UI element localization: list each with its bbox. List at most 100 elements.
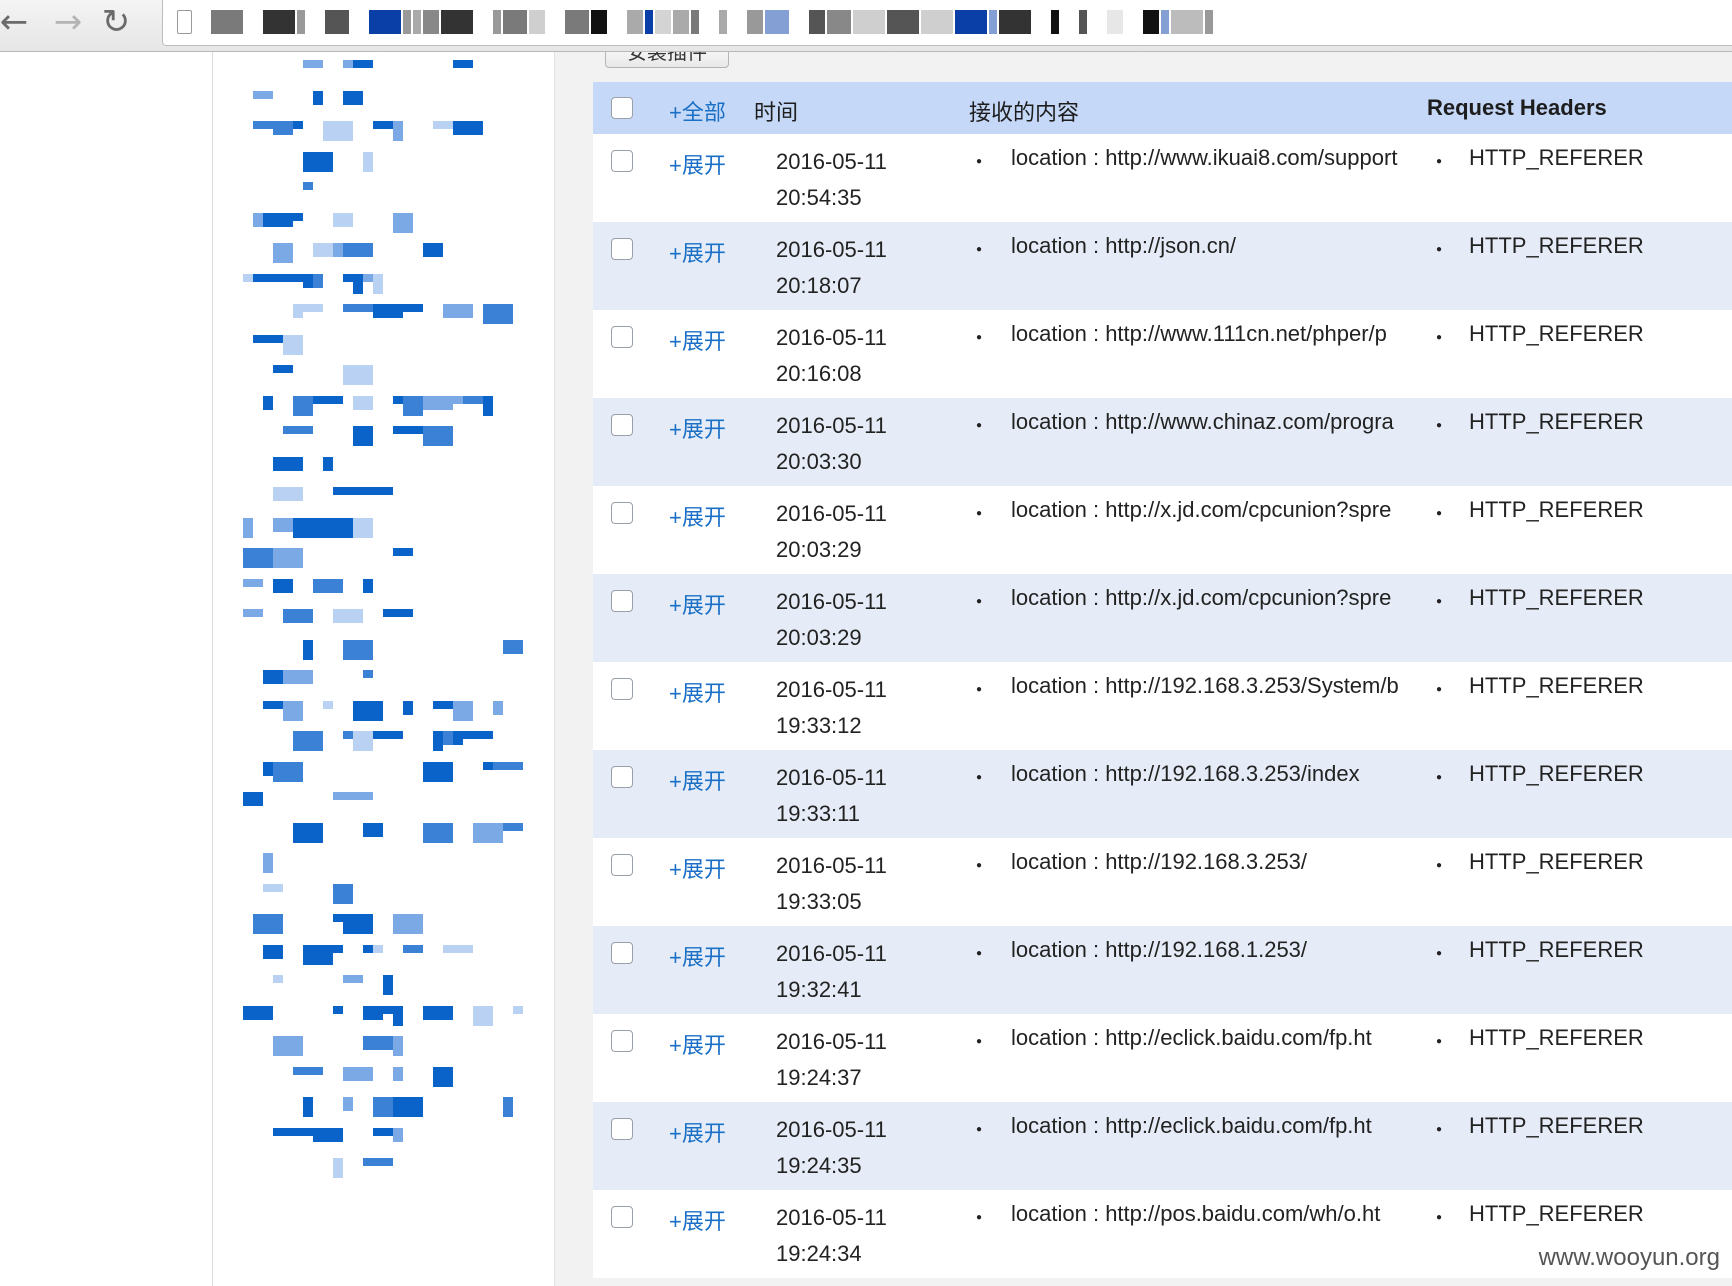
pixelated-block [343,90,363,105]
pixelated-block [373,487,393,495]
expand-row-link[interactable]: +展开 [669,769,726,794]
content-bullet: ● [976,508,983,519]
row-request-header: HTTP_REFERER [1469,585,1644,610]
expand-row-link[interactable]: +展开 [669,153,726,178]
row-date: 2016-05-11 [776,1117,887,1142]
pixelated-block [493,761,523,770]
expand-row-link[interactable]: +展开 [669,593,726,618]
expand-row-link[interactable]: +展开 [669,1121,726,1146]
location-label: location : [1011,1025,1100,1050]
location-label: location : [1011,233,1100,258]
pixelated-block [403,700,413,715]
reload-icon[interactable]: ↻ [101,2,131,42]
location-label: location : [1011,937,1100,962]
expand-row-link[interactable]: +展开 [669,505,726,530]
location-label: location : [1011,849,1100,874]
pixelated-block [303,639,313,660]
header-bullet: ● [1436,420,1443,431]
content-bullet: ● [976,684,983,695]
row-time: 19:33:05 [776,889,862,914]
row-time: 20:16:08 [776,361,862,386]
pixelated-block [303,304,323,312]
row-checkbox[interactable] [611,502,633,524]
expand-row-link[interactable]: +展开 [669,417,726,442]
expand-row-link[interactable]: +展开 [669,1033,726,1058]
pixelated-block [363,792,373,800]
header-bullet: ● [1436,684,1443,695]
row-checkbox[interactable] [611,238,633,260]
pixelated-block [423,395,453,410]
forward-arrow-icon[interactable]: → [53,2,83,42]
expand-row-link[interactable]: +展开 [669,241,726,266]
row-checkbox[interactable] [611,414,633,436]
row-checkbox[interactable] [611,942,633,964]
pixelated-block [303,182,313,190]
row-checkbox[interactable] [611,678,633,700]
row-date: 2016-05-11 [776,413,887,438]
pixelated-block [463,395,483,404]
install-plugin-button[interactable]: 安装插件 [605,52,729,68]
pixelated-block [273,548,303,568]
back-arrow-icon[interactable]: ← [0,2,29,42]
row-checkbox[interactable] [611,1206,633,1228]
address-bar[interactable] [162,0,1732,46]
pixelated-block [473,1005,493,1026]
pixelated-block [441,10,473,34]
expand-all-link[interactable]: +全部 [669,100,726,125]
pixelated-block [655,10,671,34]
expand-row-link[interactable]: +展开 [669,857,726,882]
row-date: 2016-05-11 [776,501,887,526]
content-bullet: ● [976,332,983,343]
pixelated-block [423,761,453,782]
row-checkbox[interactable] [611,1118,633,1140]
pixelated-block [293,822,323,843]
row-request-header: HTTP_REFERER [1469,761,1644,786]
pixelated-block [673,10,689,34]
pixelated-block [413,10,421,34]
pixelated-block [433,731,443,751]
pixelated-block [493,700,503,715]
pixelated-block [483,395,493,416]
content-bullet: ● [976,1036,983,1047]
pixelated-block [293,1066,323,1075]
pixelated-block [353,517,363,538]
select-all-checkbox[interactable] [611,97,633,119]
pixelated-block [353,273,363,294]
pixelated-block [363,670,373,678]
row-checkbox[interactable] [611,590,633,612]
row-checkbox[interactable] [611,326,633,348]
pixelated-block [423,1005,453,1020]
pixelated-block [273,1127,303,1136]
location-label: location : [1011,497,1100,522]
expand-row-link[interactable]: +展开 [669,945,726,970]
page-icon [177,10,192,34]
row-request-header: HTTP_REFERER [1469,1113,1644,1138]
location-url: http://eclick.baidu.com/fp.ht [1105,1113,1372,1138]
pixelated-block [373,944,383,953]
location-url: http://192.168.1.253/ [1105,937,1308,962]
pixelated-block [293,517,323,538]
row-location: location : http://www.ikuai8.com/support [1011,144,1397,172]
row-time: 20:03:29 [776,625,862,650]
row-checkbox[interactable] [611,766,633,788]
pixelated-block [273,517,283,532]
row-request-header: HTTP_REFERER [1469,1025,1644,1050]
row-checkbox[interactable] [611,1030,633,1052]
row-checkbox[interactable] [611,150,633,172]
row-location: location : http://192.168.1.253/ [1011,936,1307,964]
pixelated-block [627,10,643,34]
pixelated-block [1079,10,1087,34]
pixelated-block [423,243,443,257]
location-label: location : [1011,1201,1100,1226]
pixelated-block [323,456,333,471]
pixelated-block [363,944,373,953]
expand-row-link[interactable]: +展开 [669,329,726,354]
row-checkbox[interactable] [611,854,633,876]
expand-row-link[interactable]: +展开 [669,681,726,706]
content-bullet: ● [976,1124,983,1135]
pixelated-block [765,10,789,34]
expand-row-link[interactable]: +展开 [669,1209,726,1234]
pixelated-block [423,10,439,34]
